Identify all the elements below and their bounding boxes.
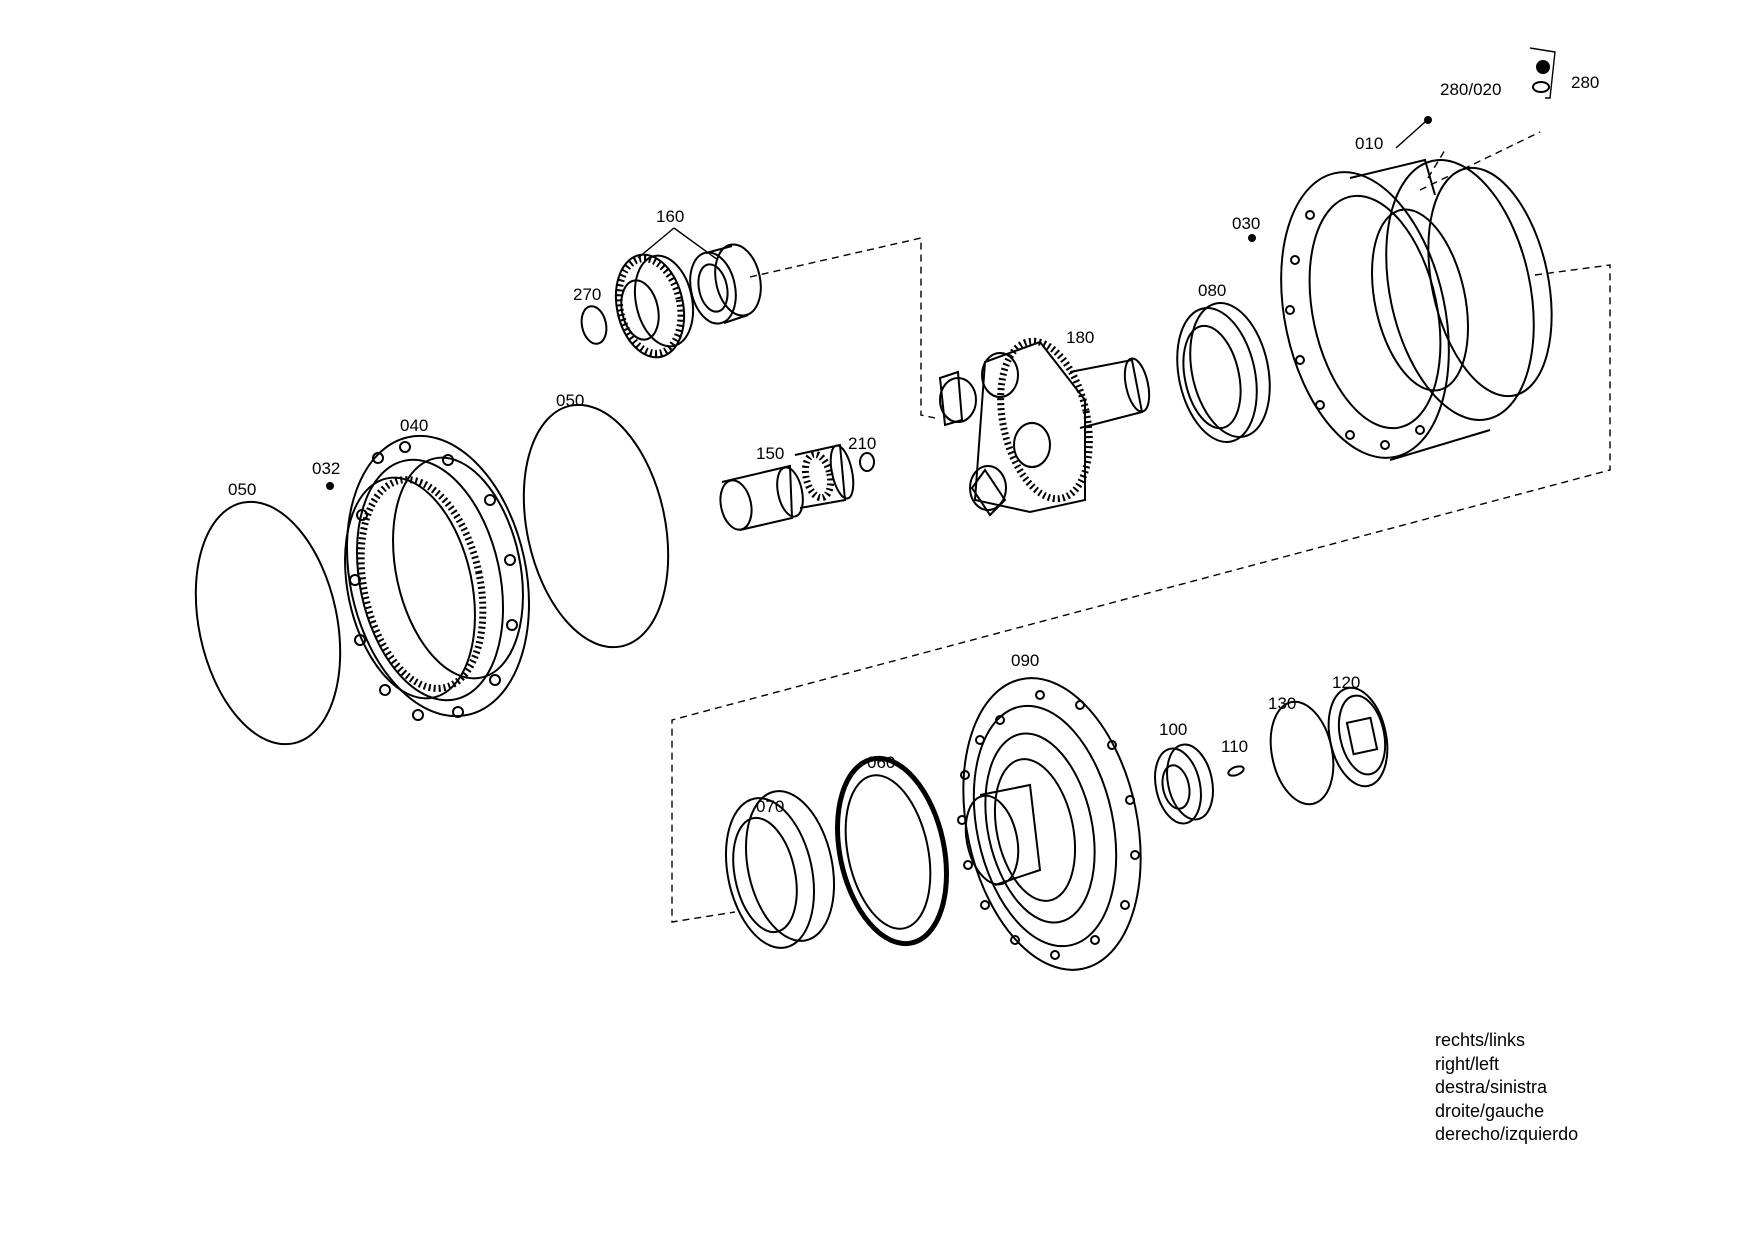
seal-060 (835, 755, 949, 947)
label-060: 060 (867, 753, 895, 772)
label-150: 150 (756, 444, 784, 463)
o-ring-050-right (522, 403, 670, 649)
ring-gear-040 (344, 434, 530, 721)
legend-line: rechts/links (1435, 1030, 1526, 1050)
side-legend: rechts/links right/left destra/sinistra … (1435, 1029, 1578, 1147)
legend-line: droite/gauche (1435, 1100, 1545, 1121)
label-030: 030 (1232, 214, 1260, 233)
o-ring-050-left (194, 500, 342, 746)
pin-032 (326, 482, 334, 490)
label-160: 160 (656, 207, 684, 226)
snap-ring-270 (580, 305, 608, 345)
point-010 (1424, 116, 1432, 124)
assembly-line-upper (749, 237, 936, 419)
gear-160 (614, 253, 695, 359)
bearing-070 (724, 790, 836, 949)
label-032: 032 (312, 459, 340, 478)
leader-160 (637, 227, 719, 261)
cover-120 (1327, 686, 1389, 788)
label-280-020: 280/020 (1440, 80, 1501, 99)
label-100: 100 (1159, 720, 1187, 739)
label-050-left: 050 (228, 480, 256, 499)
legend-line: derecho/izquierdo (1435, 1124, 1579, 1144)
housing-010 (1280, 158, 1553, 461)
label-110: 110 (1221, 737, 1248, 756)
label-280: 280 (1571, 73, 1599, 92)
legend-line: destra/sinistra (1435, 1077, 1548, 1097)
nut-100 (1154, 743, 1214, 825)
plug-280 (1529, 47, 1556, 99)
plug-030 (1248, 234, 1256, 242)
label-070: 070 (756, 797, 784, 816)
label-180: 180 (1066, 328, 1094, 347)
label-130: 130 (1268, 694, 1296, 713)
pin-210 (859, 452, 875, 472)
planet-carrier-180 (938, 337, 1151, 517)
hub-090 (957, 677, 1142, 971)
label-010: 010 (1355, 134, 1383, 153)
assembly-line-top (1419, 131, 1541, 191)
pin-110 (1227, 765, 1245, 777)
label-080: 080 (1198, 281, 1226, 300)
shaft-150 (719, 443, 855, 531)
leader-010 (1395, 121, 1426, 149)
label-210: 210 (848, 434, 876, 453)
label-040: 040 (400, 416, 428, 435)
label-090: 090 (1011, 651, 1039, 670)
legend-line: right/left (1435, 1053, 1500, 1074)
bearing-080 (1176, 302, 1271, 443)
assembly-line-housing (671, 264, 1611, 923)
bearing-160 (689, 243, 762, 325)
label-120: 120 (1332, 673, 1360, 692)
label-270: 270 (573, 285, 601, 304)
label-050-right: 050 (556, 391, 584, 410)
